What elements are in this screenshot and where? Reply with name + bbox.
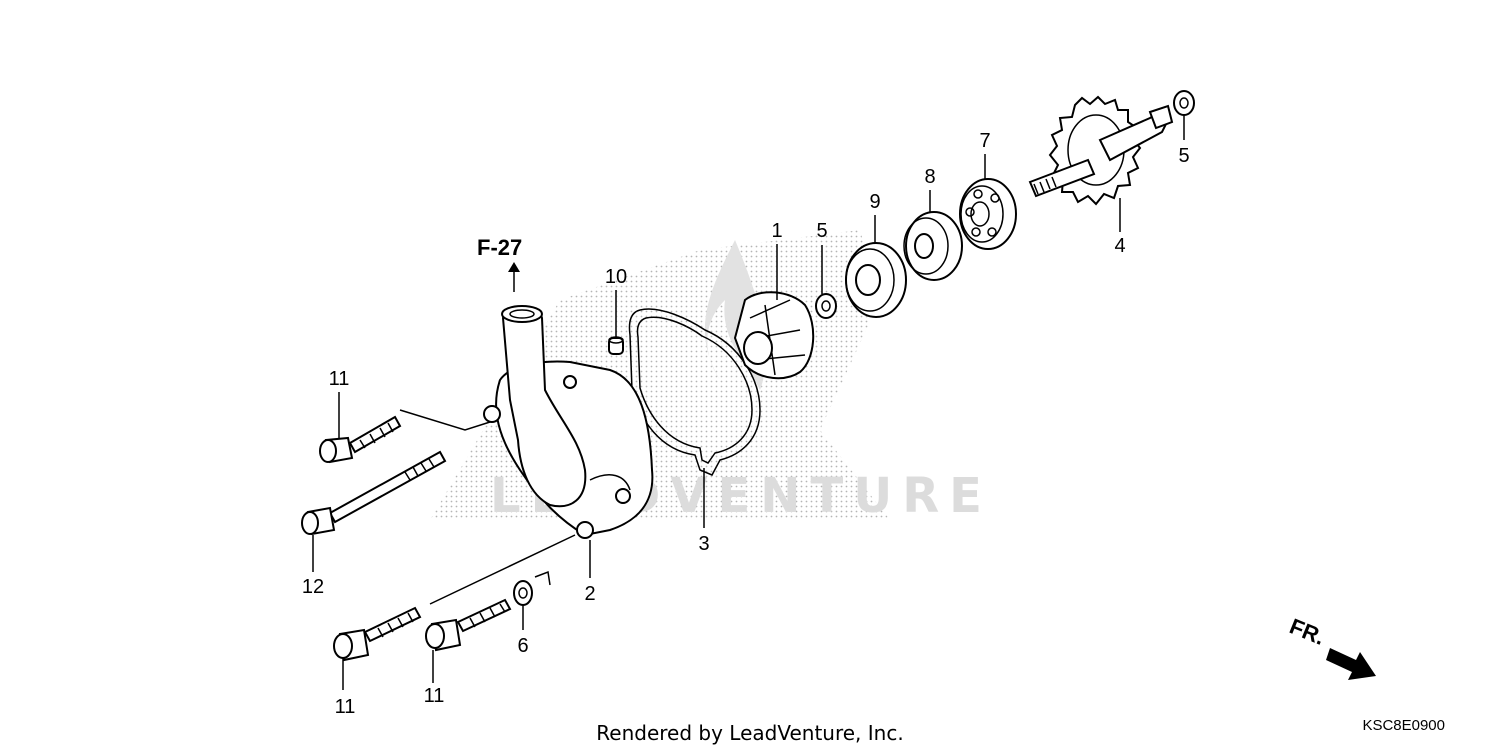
direction-label: FR. bbox=[1286, 613, 1328, 649]
callout-11-top: 11 bbox=[329, 368, 350, 390]
washer-part-right bbox=[1173, 90, 1195, 116]
reference-arrow bbox=[508, 262, 520, 292]
callout-3: 3 bbox=[698, 533, 709, 555]
callout-12: 12 bbox=[302, 576, 324, 598]
oil-seal-part bbox=[845, 242, 907, 318]
callout-6: 6 bbox=[517, 635, 528, 657]
sealing-washer-part bbox=[513, 580, 533, 606]
callout-11-bottom-left: 11 bbox=[335, 696, 356, 718]
callout-5: 5 bbox=[816, 220, 827, 242]
diagram-code: KSC8E0900 bbox=[1362, 717, 1445, 734]
reference-label: F-27 bbox=[477, 235, 522, 260]
callout-10: 10 bbox=[605, 266, 627, 288]
assembly-lines bbox=[399, 409, 576, 605]
callout-5-right: 5 bbox=[1178, 145, 1189, 167]
callout-7: 7 bbox=[979, 130, 990, 152]
bolt-part-11-bottom-left bbox=[333, 606, 422, 662]
pump-cover-part bbox=[483, 305, 654, 539]
spacer-part bbox=[903, 211, 963, 281]
callout-leaders bbox=[312, 115, 1185, 690]
bolt-part-11-bottom-right bbox=[425, 598, 512, 652]
pump-shaft-gear-part bbox=[1028, 95, 1174, 206]
callout-9: 9 bbox=[869, 191, 880, 213]
washer-part bbox=[815, 293, 837, 319]
callout-8: 8 bbox=[924, 166, 935, 188]
bolt-part-11-top bbox=[319, 415, 402, 464]
callout-4: 4 bbox=[1114, 235, 1125, 257]
gasket-part bbox=[628, 308, 761, 476]
ball-bearing-part bbox=[959, 178, 1017, 250]
callout-11-bottom-right: 11 bbox=[424, 685, 445, 707]
callout-2: 2 bbox=[584, 583, 595, 605]
footer-credit: Rendered by LeadVenture, Inc. bbox=[596, 721, 903, 745]
bolt-part-12 bbox=[301, 450, 447, 536]
callout-1: 1 bbox=[771, 220, 782, 242]
callout-labels: 1 2 3 4 5 5 6 7 8 9 10 11 11 11 12 bbox=[302, 130, 1190, 718]
dowel-pin-part bbox=[608, 336, 624, 355]
front-direction-arrow: FR. bbox=[1286, 613, 1376, 680]
impeller-part bbox=[733, 291, 815, 380]
